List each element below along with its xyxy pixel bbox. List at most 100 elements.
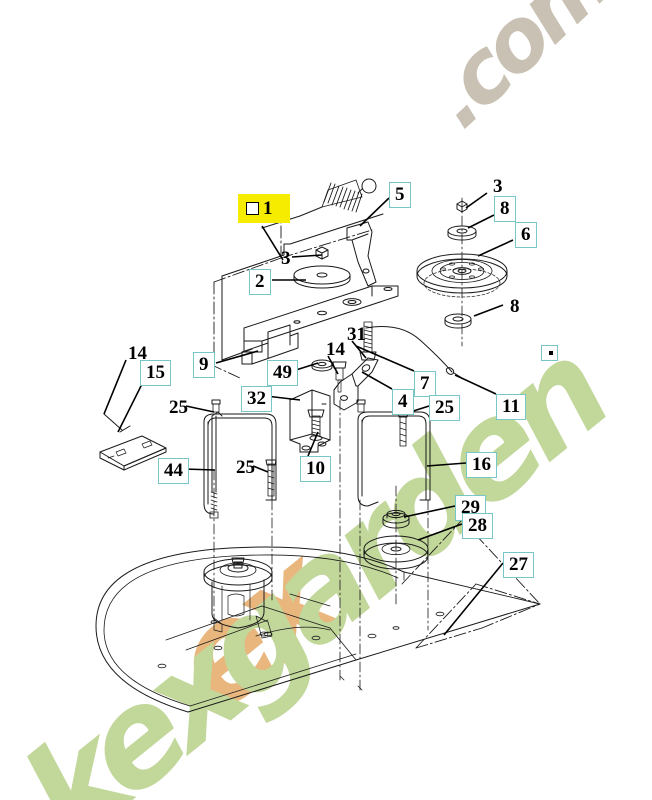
callout-part-9[interactable]: 9 <box>193 352 215 378</box>
leader-line-part-9 <box>215 350 259 364</box>
callout-part-6[interactable]: 6 <box>515 222 537 248</box>
leader-line-part-8 <box>473 304 504 317</box>
leader-line-part-25 <box>252 465 269 473</box>
part-15-flat-plate <box>99 435 167 471</box>
rod-centerlines <box>213 399 429 691</box>
part-14-screw-left <box>103 413 131 433</box>
leader-line-part-11 <box>454 374 497 395</box>
callout-part-16[interactable]: 16 <box>466 452 497 478</box>
callout-part-10[interactable]: 10 <box>300 456 331 482</box>
callout-number: 29 <box>461 497 480 518</box>
part-16-u-frame-right <box>357 411 431 507</box>
part-3-nut-left <box>315 246 329 260</box>
callout-part-31[interactable]: 31 <box>341 322 372 348</box>
callout-number: 25 <box>169 397 188 418</box>
callout-number: 8 <box>500 198 510 219</box>
leader-line-part-10 <box>307 431 319 457</box>
leader-line-part-25 <box>185 405 215 413</box>
leader-line-part-14 <box>327 355 339 375</box>
main-mounting-bar <box>243 285 399 353</box>
callout-number: 7 <box>420 373 430 394</box>
part-5-idler-arm <box>346 221 377 287</box>
callout-number: 49 <box>273 362 292 383</box>
callout-part-4[interactable]: 4 <box>392 389 414 415</box>
callout-number: 16 <box>472 454 491 475</box>
part-25-screw-d <box>397 411 409 447</box>
callout-part-49[interactable]: 49 <box>267 360 298 386</box>
callout-part-25[interactable]: 25 <box>163 395 194 421</box>
leader-line-part-27 <box>443 562 504 636</box>
callout-number: 1 <box>263 198 273 219</box>
callout-number: 11 <box>502 396 520 417</box>
callout-part-3[interactable]: 3 <box>487 174 509 200</box>
callout-part-5[interactable]: 5 <box>389 182 411 208</box>
callout-number: 25 <box>435 397 454 418</box>
callout-part-2[interactable]: 2 <box>249 269 271 295</box>
callout-number: 14 <box>326 339 345 360</box>
callout-number: 5 <box>395 184 405 205</box>
callout-part-8[interactable]: 8 <box>504 294 526 320</box>
part-8-washer-lower <box>444 313 472 329</box>
part-44-long-rod <box>209 411 223 519</box>
deck-spindle-assembly <box>203 557 273 639</box>
callout-number: 28 <box>468 515 487 536</box>
part-9-channel-bracket <box>241 324 299 365</box>
leader-line-part-7 <box>355 345 415 372</box>
callout-empty[interactable] <box>541 345 558 361</box>
leader-line-part-3 <box>291 254 323 258</box>
callout-number: 25 <box>236 457 255 478</box>
leader-line-part-29 <box>403 505 456 518</box>
leader-line-part-14 <box>103 359 127 415</box>
part-2-large-washer <box>293 265 351 289</box>
callout-part-8[interactable]: 8 <box>494 196 516 222</box>
callout-number: 3 <box>493 176 503 197</box>
leader-line-part-1 <box>261 225 284 261</box>
leader-line-part-3 <box>465 192 488 209</box>
leader-line-part-16 <box>426 462 467 467</box>
callout-number: 8 <box>510 296 520 317</box>
callout-empty-tick <box>549 351 553 355</box>
leader-line-part-28 <box>417 523 463 541</box>
callout-part-25[interactable]: 25 <box>429 395 460 421</box>
part-25-screw-b <box>265 459 277 497</box>
leader-line-part-15 <box>117 377 146 433</box>
callout-part-44[interactable]: 44 <box>158 458 189 484</box>
callout-number: 6 <box>521 224 531 245</box>
callout-part-14[interactable]: 14 <box>320 337 351 363</box>
leader-line-part-6 <box>477 239 514 257</box>
part-1-extension-spring <box>299 178 377 217</box>
callout-part-28[interactable]: 28 <box>462 513 493 539</box>
part-4-pivot-bracket <box>333 357 379 411</box>
callout-part-25[interactable]: 25 <box>230 455 261 481</box>
callout-number: 3 <box>281 248 291 269</box>
callout-part-11[interactable]: 11 <box>496 394 526 420</box>
callout-part-14[interactable]: 14 <box>122 341 153 367</box>
leader-line-part-49 <box>295 362 319 371</box>
leader-line-part-5 <box>359 197 390 227</box>
callout-part-32[interactable]: 32 <box>241 386 272 412</box>
callout-number: 27 <box>509 554 528 575</box>
leader-line-part-31 <box>351 340 367 359</box>
callout-part-7[interactable]: 7 <box>414 371 436 397</box>
callout-part-1[interactable]: 1 <box>238 194 290 223</box>
part-27-chute-phantom <box>401 519 541 649</box>
callout-part-3[interactable]: 3 <box>275 246 297 272</box>
callout-number: 31 <box>347 324 366 345</box>
leader-line-part-44 <box>183 468 216 471</box>
part-25-screw-a <box>211 399 221 413</box>
callout-part-27[interactable]: 27 <box>503 552 534 578</box>
leader-line-part-8 <box>467 214 495 229</box>
callout-number: 15 <box>146 362 165 383</box>
leader-line-part-4 <box>361 371 393 390</box>
callout-number: 44 <box>164 460 183 481</box>
callout-number: 4 <box>398 391 408 412</box>
callout-number: 10 <box>306 458 325 479</box>
callout-leader-lines <box>103 192 514 636</box>
callout-number: 32 <box>247 388 266 409</box>
part-25-screw-c <box>356 399 366 413</box>
callout-part-15[interactable]: 15 <box>140 360 171 386</box>
deck-hardware-hints <box>210 620 400 691</box>
deck-surface-detail <box>157 593 445 669</box>
